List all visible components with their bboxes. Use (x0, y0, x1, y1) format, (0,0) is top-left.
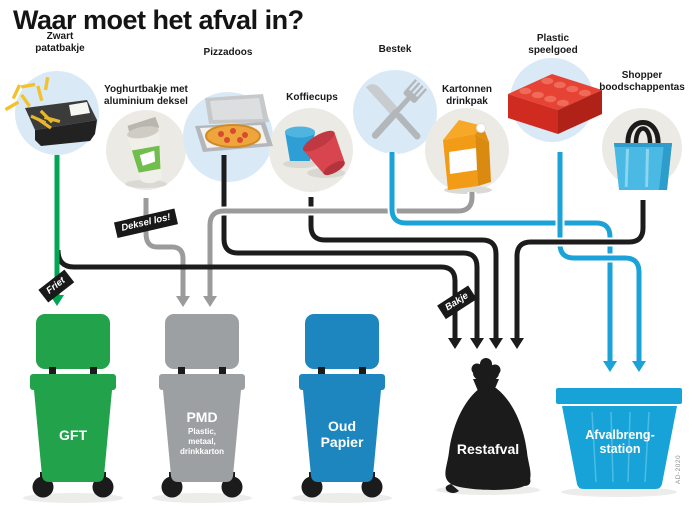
flow-patatbakje-bakje-to-restafval (55, 249, 462, 349)
item-label-patatbakje: Zwart patatbakje (35, 31, 85, 54)
bin-label-gft: GFT (59, 427, 87, 443)
bin-sublabel-pmd: Plastic, metaal, drinkkarton (179, 427, 225, 456)
page-title: Waar moet het afval in? (13, 5, 304, 35)
item-label-drinkpak: Kartonnen drinkpak (442, 84, 492, 107)
flow-shopper-to-restafval (510, 200, 648, 349)
bin-oud-papier (292, 314, 392, 503)
item-label-pizzadoos: Pizzadoos (203, 47, 253, 58)
bin-label-afvalbrengstation: Afvalbreng- station (585, 428, 655, 457)
flow-drinkpak-to-pmd (203, 192, 477, 307)
drink-carton-icon (443, 120, 492, 194)
yogurt-cup-icon (125, 116, 167, 188)
item-label-speelgoed: Plastic speelgoed (528, 33, 578, 56)
bin-gft (23, 314, 123, 503)
bin-label-pmd: PMD (186, 409, 218, 425)
item-label-yoghurtbakje: Yoghurtbakje met aluminium deksel (104, 84, 188, 107)
bin-restafval-bag (436, 358, 540, 495)
flow-koffiecups-to-restafval (308, 197, 503, 349)
item-label-bestek: Bestek (378, 44, 412, 55)
bin-afvalbrengstation (556, 388, 682, 497)
flow-pizzadoos-to-restafval (221, 155, 484, 349)
bin-label-oud-papier: Oud Papier (320, 418, 364, 451)
bin-label-restafval: Restafval (456, 441, 520, 457)
item-label-shopper: Shopper boodschappentas (599, 70, 685, 93)
credit-text: AD-2020 (675, 454, 683, 485)
flow-speelgoed-to-afvalbrengstation (555, 152, 646, 372)
lego-brick-icon (508, 74, 602, 134)
coffee-cups-icon (283, 126, 345, 178)
shopper-bag-icon (614, 120, 672, 190)
flow-yoghurtbakje-to-pmd (143, 198, 190, 307)
pizza-box-icon (195, 94, 273, 152)
bin-pmd (152, 314, 252, 503)
cutlery-icon (365, 79, 428, 140)
fries-tray-icon (4, 76, 97, 146)
flow-bestek-to-afvalbrengstation (387, 152, 617, 372)
item-label-koffiecups: Koffiecups (286, 92, 338, 103)
